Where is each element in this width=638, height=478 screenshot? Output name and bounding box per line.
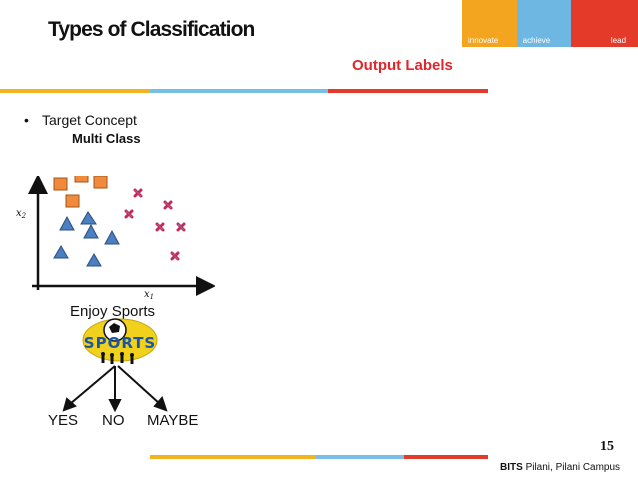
- square-point: [74, 176, 89, 183]
- outcome-maybe: MAYBE: [147, 412, 199, 429]
- page-title: Types of Classification: [48, 18, 255, 41]
- triangle-point: [53, 245, 69, 259]
- square-point: [93, 176, 108, 189]
- multiclass-scatter: x2 x1: [16, 176, 215, 300]
- square-point: [53, 177, 68, 191]
- triangle-point: [59, 215, 75, 231]
- footer-campus: Pilani, Pilani Campus: [525, 462, 621, 473]
- triangle-point: [83, 223, 99, 239]
- bullet-item: • Target Concept: [24, 112, 137, 128]
- bullet-marker: •: [24, 112, 29, 128]
- brand-segment-achieve: achieve: [516, 0, 572, 47]
- outcome-yes: YES: [48, 412, 79, 429]
- slide-subtitle: Output Labels: [352, 57, 453, 74]
- outcome-no: NO: [102, 412, 125, 429]
- header-divider: [0, 89, 488, 93]
- bullet-text: Target Concept: [42, 112, 137, 128]
- x-axis-label: x1: [144, 289, 154, 300]
- triangle-point: [86, 253, 102, 267]
- footer-institute: BITS: [500, 462, 523, 473]
- sports-logo-image: SPORTS: [82, 318, 158, 364]
- triangle-point: [80, 211, 97, 225]
- figure-heading: Multi Class: [72, 131, 141, 146]
- sports-logo-text: SPORTS: [84, 334, 156, 352]
- decision-arrows: [62, 365, 168, 413]
- brand-segment-innovate: innovate: [462, 0, 517, 47]
- footer-divider: [150, 455, 488, 459]
- sports-decision-graphic: SPORTS: [62, 318, 168, 413]
- brand-banner: innovate achieve lead: [462, 0, 638, 47]
- y-axis-label: x2: [16, 208, 27, 220]
- page-number: 15: [600, 439, 614, 454]
- brand-segment-lead: lead: [571, 0, 638, 47]
- triangle-point: [104, 229, 120, 245]
- square-point: [65, 194, 80, 208]
- footer-text: BITS Pilani, Pilani Campus: [500, 462, 620, 473]
- enjoy-sports-caption: Enjoy Sports: [70, 303, 156, 320]
